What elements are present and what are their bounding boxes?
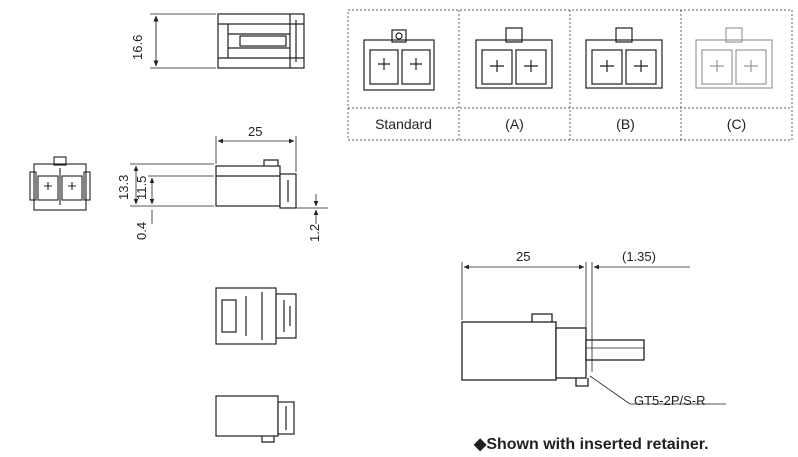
retainer-view [461, 313, 645, 387]
front-view-small [29, 156, 91, 211]
variant-standard-face [363, 29, 435, 91]
variant-a-face [475, 27, 553, 89]
variant-label-b: (B) [616, 116, 635, 132]
dim-label-top-height: 16.6 [130, 34, 145, 60]
dim-label-retainer-length: 25 [516, 249, 531, 264]
variant-label-c: (C) [726, 116, 747, 132]
retainer-part-callout: GT5-2P/S-R [634, 393, 706, 408]
variant-table [347, 9, 793, 141]
dim-label-side-outer: 13.3 [116, 174, 131, 200]
variant-b-face [585, 27, 663, 89]
plan-view [215, 287, 297, 345]
dim-side [130, 136, 328, 224]
variant-label-standard: Standard [375, 116, 432, 132]
dim-top-height [150, 13, 216, 69]
diamond-icon: ◆ [474, 436, 487, 453]
dim-label-side-latch: 1.2 [307, 223, 322, 242]
footnote-text: Shown with inserted retainer. [486, 436, 709, 453]
dim-label-side-inner: 11.5 [134, 175, 149, 200]
dim-label-side-length: 25 [248, 124, 263, 139]
top-view [217, 13, 305, 69]
dim-retainer [461, 262, 726, 405]
side-view [215, 159, 297, 209]
variant-c-face [695, 27, 773, 89]
dim-label-side-offset: 0.4 [134, 221, 149, 240]
dim-label-retainer-extend: (1.35) [622, 249, 656, 264]
variant-label-a: (A) [505, 116, 524, 132]
bottom-view [215, 395, 295, 443]
footnote: ◆Shown with inserted retainer. [474, 434, 709, 454]
